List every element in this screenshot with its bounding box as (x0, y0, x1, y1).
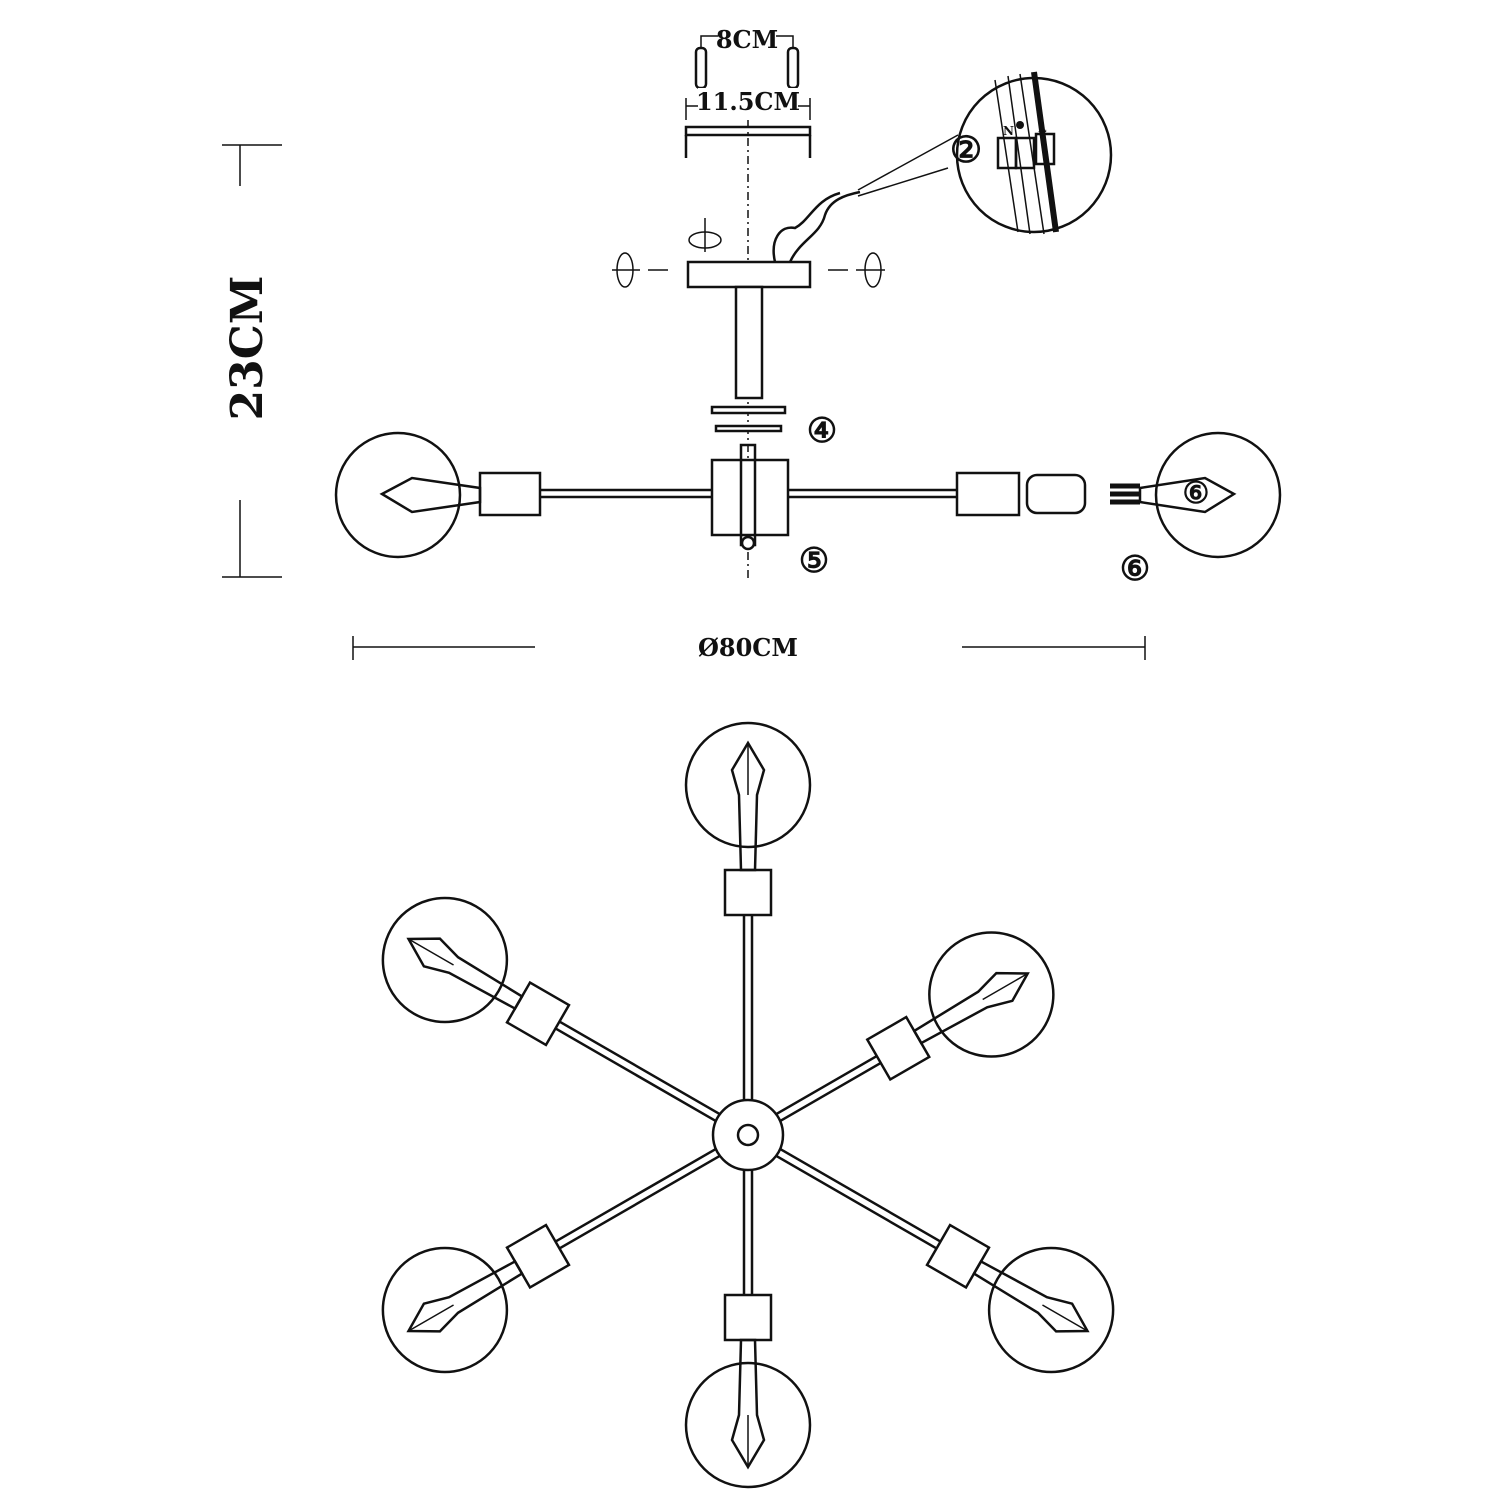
bulb (684, 721, 812, 849)
arm-rod (558, 1154, 721, 1250)
filament-center (408, 1304, 454, 1332)
hub (710, 458, 790, 537)
side-view: 8CM 11.5CM N (222, 24, 1282, 662)
bulb (684, 1361, 812, 1489)
wires-2 (788, 190, 861, 263)
filament-left (379, 476, 482, 514)
filament (406, 937, 524, 1011)
filament (406, 1259, 524, 1333)
socket-cap (1025, 473, 1087, 515)
hub-center-hole (736, 1123, 760, 1147)
arm-lower-right (775, 1147, 1115, 1374)
filament-center (408, 938, 454, 966)
bulb (987, 1246, 1115, 1374)
filament (912, 971, 1030, 1045)
arm-bottom (684, 1170, 812, 1489)
bulb (381, 1246, 509, 1374)
filament (972, 1259, 1090, 1333)
down-rod (734, 285, 764, 400)
callout-4: ④ (807, 411, 837, 451)
mount-screw-right (786, 46, 800, 90)
arm-rod-edge (558, 1020, 721, 1116)
detail-leader-lines (857, 134, 959, 197)
arm-rod-edge (554, 1147, 717, 1243)
bulb (381, 896, 509, 1024)
top-view (381, 721, 1115, 1489)
filament-right (1138, 476, 1237, 514)
dimension-diameter-line (352, 636, 1146, 660)
arm-lower-left (381, 1147, 721, 1374)
label-bg (698, 88, 798, 114)
dimension-8cm-label: 8CM (716, 25, 778, 54)
dimension-diameter-label: Ø80CM (698, 633, 798, 662)
socket (723, 1293, 773, 1342)
filament (730, 1338, 766, 1470)
arm-rod (554, 1027, 717, 1123)
arm-upper-left (381, 896, 721, 1123)
socket-left (478, 471, 542, 517)
callout-6-bulb: ⑥ (1183, 476, 1210, 511)
washer (710, 405, 787, 415)
bulb-right (1154, 431, 1282, 559)
socket (723, 868, 773, 917)
canopy (686, 260, 812, 289)
bracket-legs (684, 135, 812, 158)
callout-2: ② (950, 129, 982, 171)
dimension-height-line (222, 144, 282, 578)
callout-5: ⑤ (799, 541, 829, 581)
rotate-arrow-icon (612, 218, 885, 288)
dimension-height-label: 23CM (222, 276, 273, 421)
dimension-11-5cm-label: 11.5CM (696, 87, 800, 116)
arm-upper-right (775, 931, 1055, 1123)
hub (711, 1098, 785, 1172)
hub-nut (740, 535, 756, 551)
live-label: L (1038, 121, 1047, 135)
filament (730, 740, 766, 872)
wiring-detail-circle: N L (955, 71, 1113, 235)
arm-top (684, 721, 812, 1100)
bulb-left (334, 431, 462, 559)
arm-rod (779, 1147, 942, 1243)
callout-6: ⑥ (1120, 549, 1150, 589)
label-bg (718, 24, 776, 50)
socket-right (955, 471, 1021, 517)
bulb-thread (1110, 483, 1140, 505)
mount-screw-left (694, 46, 708, 90)
washer (714, 424, 783, 433)
wires (772, 191, 841, 263)
bulb (928, 931, 1055, 1058)
arm-rod (775, 1054, 878, 1116)
arm-rod-edge (775, 1154, 938, 1250)
neutral-label: N (1003, 124, 1014, 138)
filament-center (982, 972, 1029, 1001)
arm-rod-edge (779, 1061, 882, 1123)
filament-center (1042, 1304, 1088, 1332)
